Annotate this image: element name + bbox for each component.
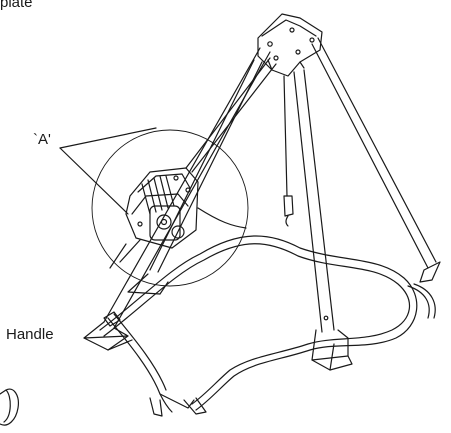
- hook-cable: [283, 75, 294, 227]
- leg-front: [293, 69, 353, 371]
- head-plate: [257, 13, 323, 77]
- callout-leader-lines: [59, 127, 157, 215]
- label-plate: plate: [0, 0, 33, 11]
- handle-hose: [103, 311, 207, 417]
- leg-right: [311, 37, 441, 283]
- winch-cable: [109, 207, 247, 269]
- label-detail-a: `A': [33, 131, 51, 148]
- label-handle: Handle: [6, 326, 54, 343]
- hose-right-foot: [407, 283, 436, 319]
- winch-assembly: [125, 57, 277, 249]
- detail-circle-a: [91, 129, 249, 287]
- handle-cylinder: [0, 388, 19, 426]
- cable-hose: [99, 235, 418, 411]
